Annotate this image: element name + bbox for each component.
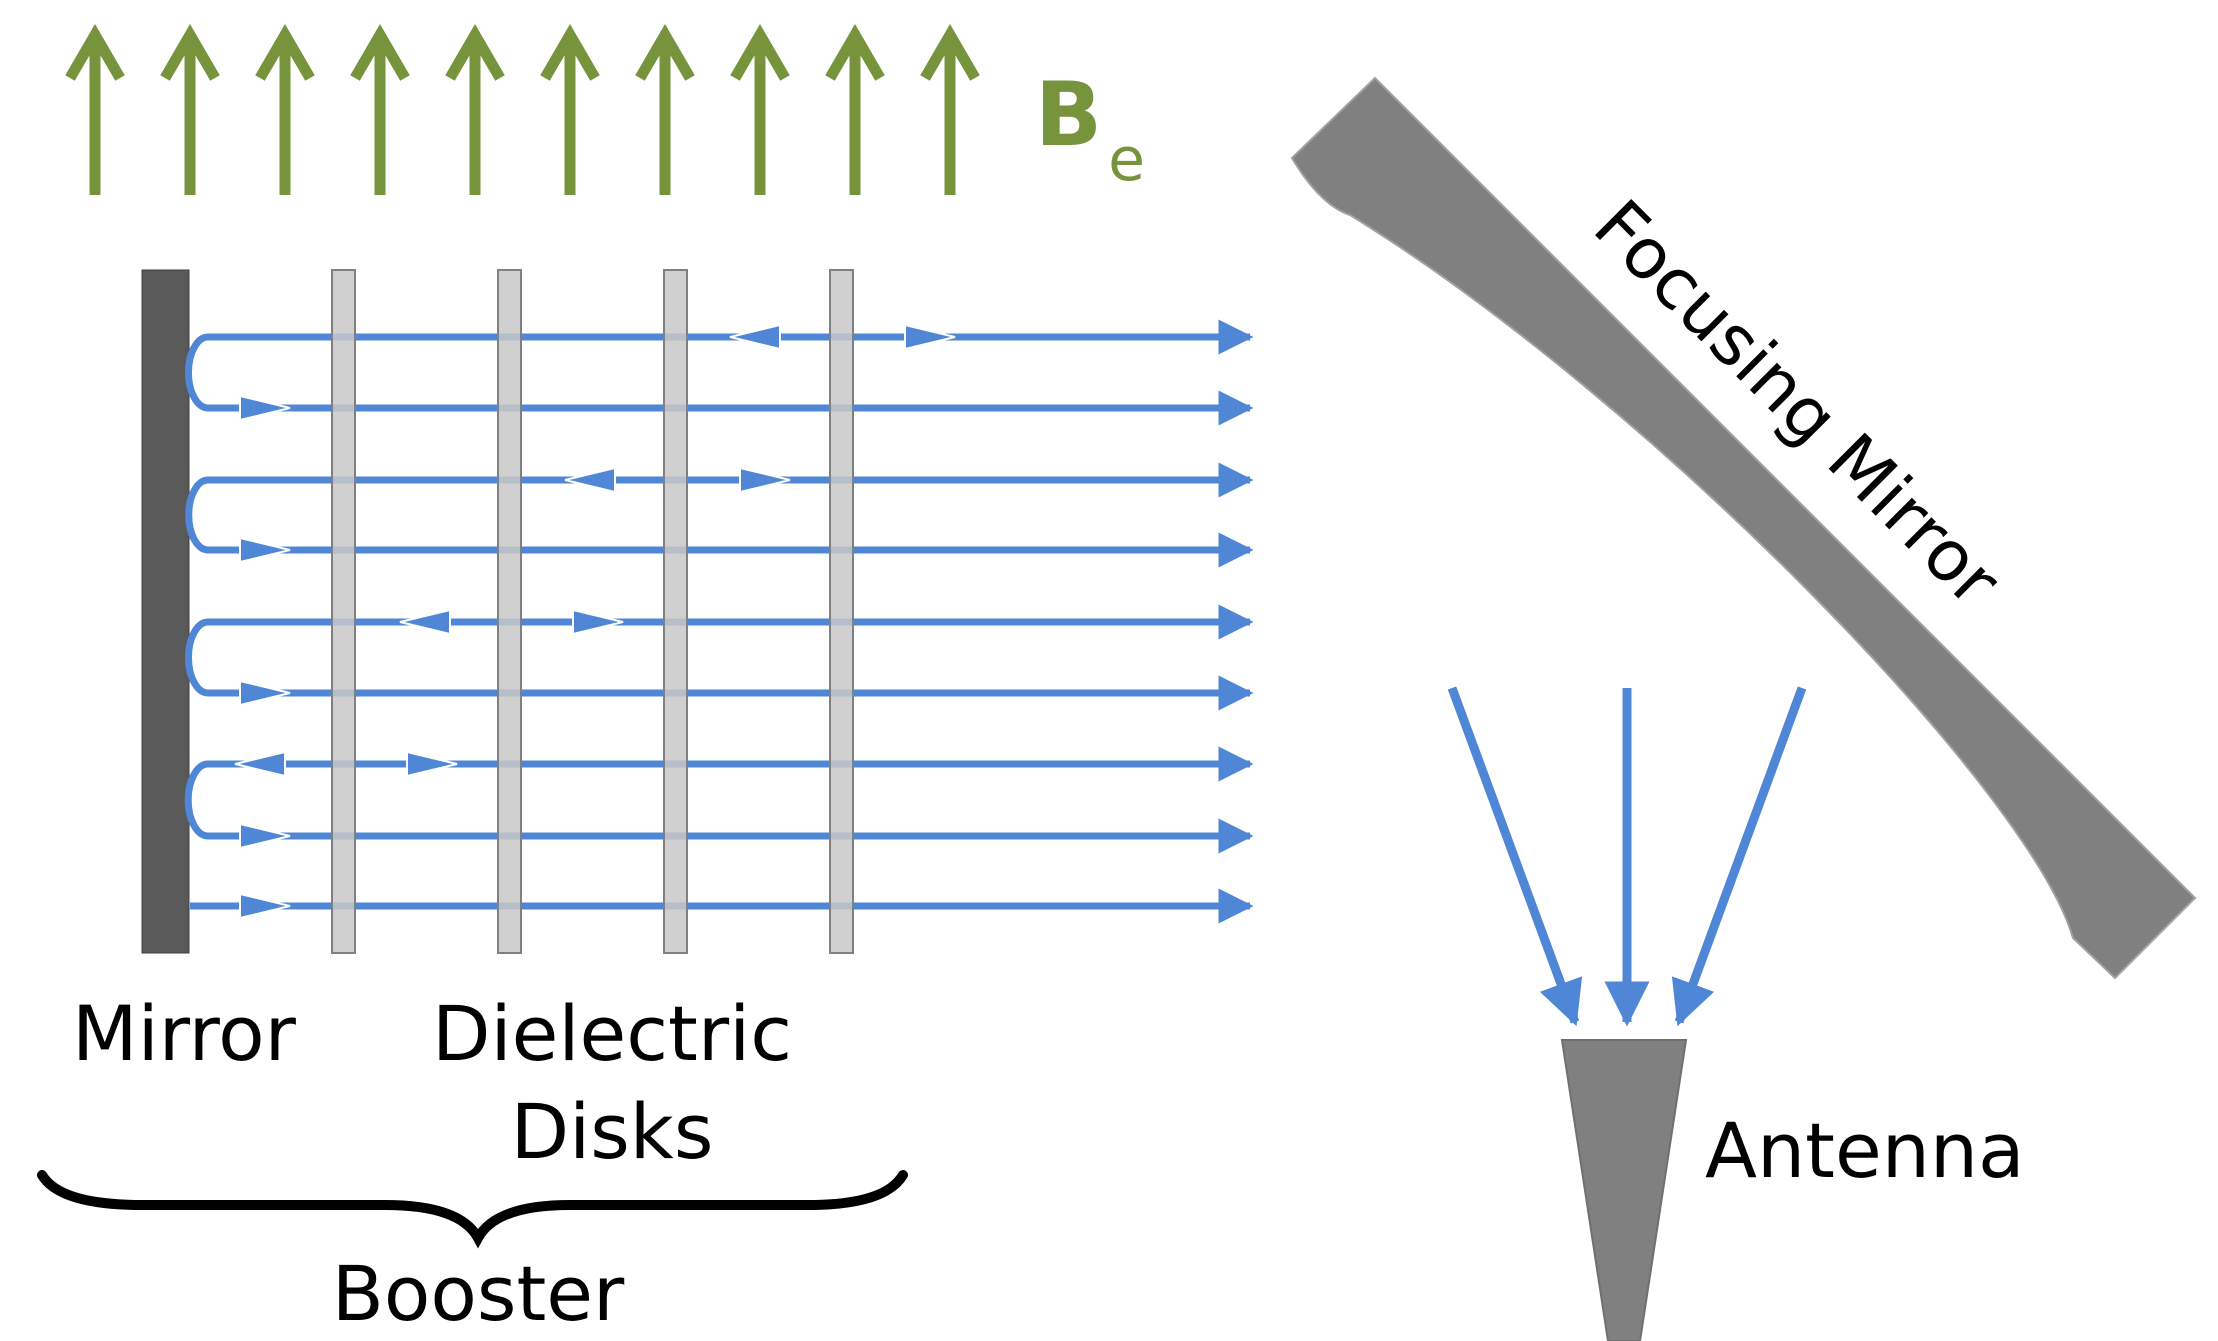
- field-arrow-head: [255, 24, 315, 81]
- beam-reflection-loop: [185, 618, 260, 697]
- magnetic-field-arrows: [65, 24, 980, 195]
- beam-direction-arrow: [739, 466, 791, 494]
- field-arrow-head: [825, 24, 885, 81]
- beam-direction-arrow: [239, 679, 291, 707]
- field-arrow-head: [65, 24, 125, 81]
- beam-direction-arrow: [729, 323, 781, 351]
- beam-reflection-loop: [185, 476, 260, 554]
- field-arrow: [445, 24, 505, 195]
- reflected-beams: [184, 319, 1254, 924]
- dielectric-disk: [331, 269, 356, 954]
- beam-direction-arrow: [239, 892, 291, 920]
- beam-reflection-loop: [184, 760, 260, 840]
- antenna-label: Antenna: [1705, 1106, 2025, 1195]
- beam-reflection-loop: [185, 333, 260, 412]
- field-arrow-head: [350, 24, 410, 81]
- focused-beam-right: [1671, 686, 1807, 1027]
- beam-direction-arrow: [239, 394, 291, 422]
- booster-brace: [37, 1170, 908, 1249]
- field-arrow-head: [730, 24, 790, 81]
- dielectric-disks: [331, 269, 854, 954]
- field-arrow-head: [635, 24, 695, 81]
- dielectric-disk: [663, 269, 688, 954]
- field-arrow-head: [920, 24, 980, 81]
- field-arrow: [825, 24, 885, 195]
- booster-label: Booster: [332, 1249, 625, 1338]
- antenna-horn: [1560, 1039, 1688, 1341]
- beam-direction-arrow: [239, 822, 291, 850]
- beam-direction-arrow: [564, 466, 616, 494]
- dielectric-label: Dielectric: [432, 989, 792, 1078]
- field-arrow: [350, 24, 410, 195]
- dielectric-disk: [829, 269, 854, 954]
- beam-direction-arrow: [399, 608, 451, 636]
- field-arrow: [540, 24, 600, 195]
- focusing-mirror: [1290, 76, 2197, 980]
- field-arrow: [920, 24, 980, 195]
- beam-direction-arrow: [406, 750, 458, 778]
- field-arrow: [65, 24, 125, 195]
- field-arrow-head: [445, 24, 505, 81]
- field-arrow: [160, 24, 220, 195]
- beam-direction-arrow: [572, 608, 624, 636]
- beam-direction-arrow: [239, 536, 291, 564]
- beam-direction-arrow: [904, 323, 956, 351]
- booster-mirror: [141, 269, 190, 954]
- disks-label: Disks: [511, 1087, 714, 1176]
- field-arrow: [730, 24, 790, 195]
- field-arrow-head: [160, 24, 220, 81]
- dielectric-disk: [497, 269, 522, 954]
- focused-beam-left: [1447, 686, 1583, 1027]
- mirror-label: Mirror: [72, 989, 297, 1078]
- field-arrow: [255, 24, 315, 195]
- beam-direction-arrow: [234, 750, 286, 778]
- field-arrow: [635, 24, 695, 195]
- field-arrow-head: [540, 24, 600, 81]
